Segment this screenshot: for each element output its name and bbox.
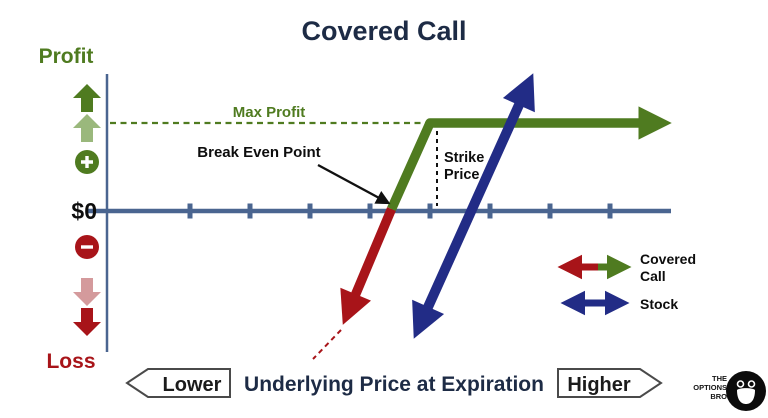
covered-call-loss-line (340, 207, 396, 325)
loss-axis-label: Loss (46, 350, 95, 373)
covered-call-profit-line (387, 106, 672, 211)
break-even-arrow (317, 163, 391, 205)
brand-text-line2: OPTIONS (693, 383, 727, 392)
loss-down-arrow-icon-dark (73, 308, 101, 336)
lower-tag-shape (125, 368, 231, 398)
legend-stock-label: Stock (640, 296, 678, 312)
higher-label: Higher (567, 374, 631, 396)
brand-text-line3: BRO (710, 392, 727, 401)
plus-glyph (81, 156, 93, 168)
higher-tag-shape (557, 368, 663, 398)
plus-icon (75, 150, 99, 174)
max-profit-label: Max Profit (233, 104, 306, 121)
profit-up-arrow-icon-light (73, 114, 101, 142)
page-title: Covered Call (301, 16, 466, 46)
stock-line (412, 73, 535, 339)
profit-axis-label: Profit (39, 45, 94, 68)
zero-dollar-label: $0 (71, 198, 97, 224)
minus-icon (75, 235, 99, 259)
strike-price-label-line2: Price (444, 167, 479, 183)
brand-glasses-right (747, 380, 756, 388)
x-axis-title: Underlying Price at Expiration (244, 373, 544, 396)
loss-down-arrow-icon-light (73, 278, 101, 306)
brand-beard-icon (737, 388, 755, 404)
profit-up-arrow-icon-dark (73, 84, 101, 112)
brand-text-line1: THE (712, 374, 727, 383)
strike-price-label-line1: Strike (444, 150, 484, 166)
legend-covered-call-label-line1: Covered (640, 251, 696, 267)
brand-glasses-left (736, 380, 745, 388)
legend-covered-call-label-line2: Call (640, 268, 666, 284)
legend: Covered Call Stock (557, 251, 696, 316)
axes (86, 74, 671, 352)
options-bro-logo: THE OPTIONS BRO (693, 371, 766, 411)
covered-call-loss-extension-dashed (312, 329, 342, 360)
lower-label: Lower (163, 374, 222, 396)
break-even-label: Break Even Point (197, 144, 320, 161)
